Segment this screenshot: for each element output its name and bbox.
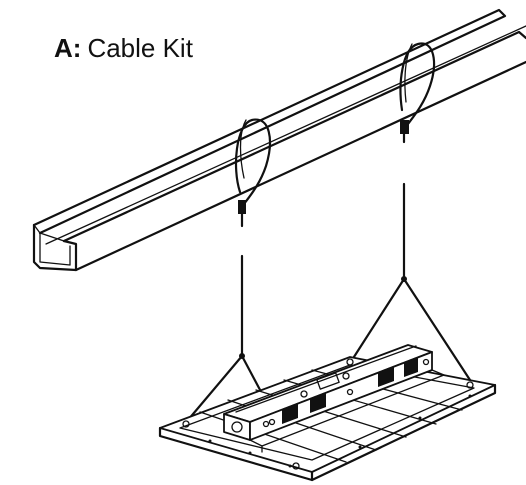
figure-caption: A:Cable Kit (54, 33, 193, 64)
left-cable-assembly (234, 118, 272, 359)
right-cable-gripper (400, 120, 409, 134)
caption-title: Cable Kit (87, 33, 193, 63)
high-bay-fixture (158, 344, 497, 482)
ceiling-channel-rail (32, 8, 526, 272)
caption-letter: A: (54, 33, 82, 63)
left-cable-gripper (238, 200, 246, 214)
